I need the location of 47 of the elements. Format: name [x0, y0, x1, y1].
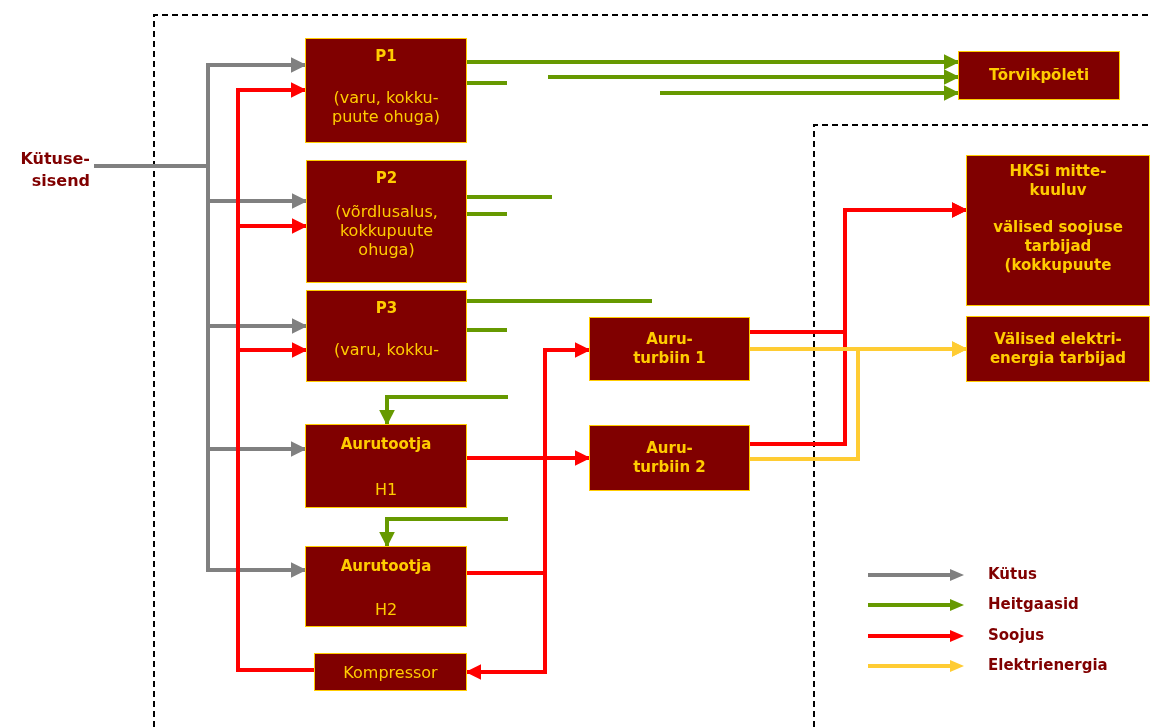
process-box [589, 425, 750, 491]
box-title: Aurutootja [340, 557, 432, 576]
legend-label: Soojus [988, 626, 1045, 644]
box-title: P2 [375, 169, 398, 188]
process-box [958, 51, 1120, 100]
box-title: Tõrvikpõleti [988, 66, 1090, 85]
process-box [306, 160, 467, 283]
flow-line [467, 195, 552, 199]
process-box [305, 424, 467, 508]
process-box [589, 317, 750, 381]
box-text: (võrdlusalus, kokkupuute ohuga) [334, 202, 439, 259]
flow-arrow [548, 69, 960, 85]
process-box [966, 316, 1150, 382]
flow-line [467, 81, 507, 85]
box-title: HKSi mitte- kuuluv [1008, 162, 1108, 200]
box-text: H1 [374, 480, 398, 499]
box-text: välised soojuse tarbijad (kokkupuute [992, 218, 1124, 275]
box-text: (varu, kokku- puute ohuga) [331, 88, 441, 126]
box-title: P3 [375, 299, 398, 318]
flow-arrow [660, 85, 960, 101]
process-box [305, 38, 467, 143]
flow-line [467, 299, 652, 303]
box-text: H2 [374, 600, 398, 619]
legend-label: Heitgaasid [988, 595, 1079, 613]
flow-arrow [94, 164, 307, 578]
flow-arrow [467, 54, 960, 70]
legend-label: Kütus [988, 565, 1037, 583]
flow-arrow [236, 342, 314, 672]
box-title: Auru- turbiin 1 [632, 330, 707, 368]
flow-line [467, 328, 507, 332]
input-label: Kütuse- sisend [19, 148, 90, 192]
box-title: Auru- turbiin 2 [632, 439, 707, 477]
flow-arrow [379, 395, 508, 426]
process-box [305, 546, 467, 627]
box-title: P1 [375, 47, 397, 66]
box-title: Välised elektri- energia tarbijad [988, 330, 1128, 368]
flow-arrow [465, 571, 547, 680]
flow-line [467, 212, 507, 216]
box-text: (varu, kokku- [334, 340, 439, 359]
flow-arrow [379, 517, 508, 548]
process-box [314, 653, 467, 691]
legend-label: Elektrienergia [988, 656, 1108, 674]
box-title: Aurutootja [340, 435, 432, 454]
box-title: Kompressor [343, 662, 438, 682]
process-box [966, 155, 1150, 306]
flow-arrow [467, 450, 591, 466]
process-box [306, 290, 467, 382]
